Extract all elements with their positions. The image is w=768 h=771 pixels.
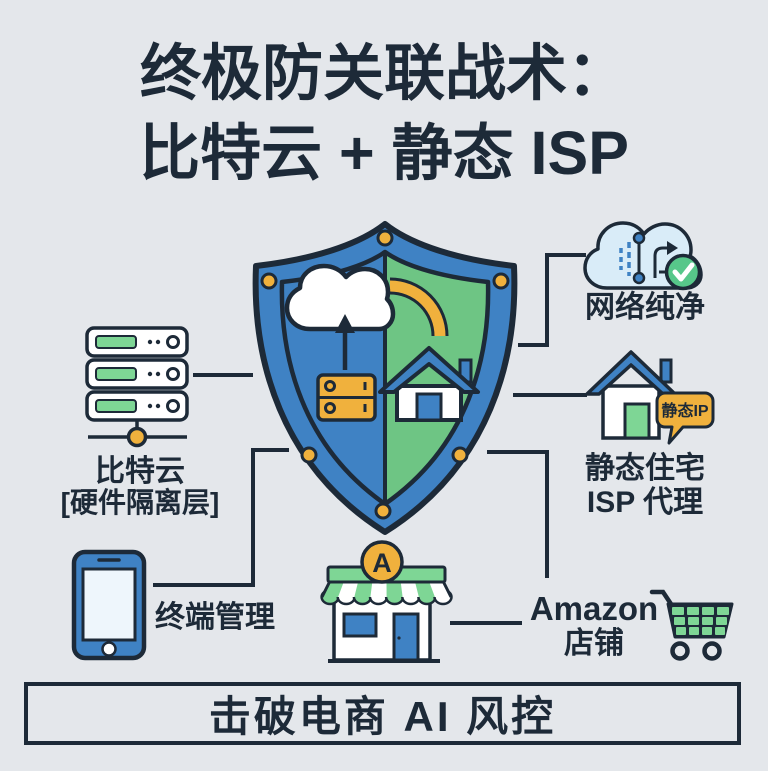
shield-split-protection-icon: [252, 221, 518, 535]
connector-cloud-vertical: [545, 253, 549, 347]
banner-text: 击破电商 AI 风控: [208, 693, 557, 740]
amazon-label-2: 店铺: [564, 627, 624, 660]
cloud-upload-icon: [284, 263, 396, 422]
shield-rivets: [260, 229, 510, 520]
store-letter: A: [372, 548, 392, 578]
connector-phone-h-lower: [153, 583, 255, 587]
static-isp-label-2: ISP 代理: [586, 486, 704, 519]
storefront-icon: A: [320, 540, 453, 663]
connector-phone-vertical: [251, 448, 255, 587]
page-title: 终极防关联战术： 比特云 + 静态 ISP: [0, 34, 768, 194]
home-icon: [378, 346, 480, 422]
connector-phone-h-upper: [251, 448, 289, 452]
title-line-1: 终极防关联战术：: [139, 39, 628, 107]
connector-amazon-horizontal: [487, 450, 549, 454]
signal-arc-icon: [389, 277, 449, 337]
bityun-label: 比特云: [95, 455, 185, 488]
amazon-label-1: Amazon: [529, 590, 659, 627]
bityun-sublabel: [硬件隔离层]: [60, 487, 220, 518]
terminal-label: 终端管理: [155, 601, 275, 634]
static-isp-label-1: 静态住宅: [585, 452, 705, 485]
connector-house-shield: [513, 393, 587, 397]
network-clean-label: 网络纯净: [585, 291, 705, 324]
server-stack-icon: [85, 326, 189, 448]
cloud-network-check-icon: [583, 221, 703, 291]
connector-cloud-h-lower: [518, 343, 549, 347]
connector-cloud-h-upper: [545, 253, 586, 257]
static-ip-badge-text: 静态IP: [661, 401, 708, 420]
connector-amazon-vertical: [545, 450, 549, 578]
shopping-cart-icon: [649, 589, 734, 661]
connector-store-amazon: [450, 621, 522, 625]
smartphone-icon: [71, 549, 147, 661]
static-ip-badge: 静态IP: [655, 391, 715, 445]
house-static-ip-icon: 静态IP: [585, 350, 715, 445]
connector-server-shield: [193, 373, 253, 377]
title-line-2: 比特云 + 静态 ISP: [139, 118, 629, 187]
store-a-medallion: A: [360, 540, 404, 584]
check-circle-icon: [664, 253, 702, 291]
bottom-banner: 击破电商 AI 风控: [24, 682, 741, 745]
